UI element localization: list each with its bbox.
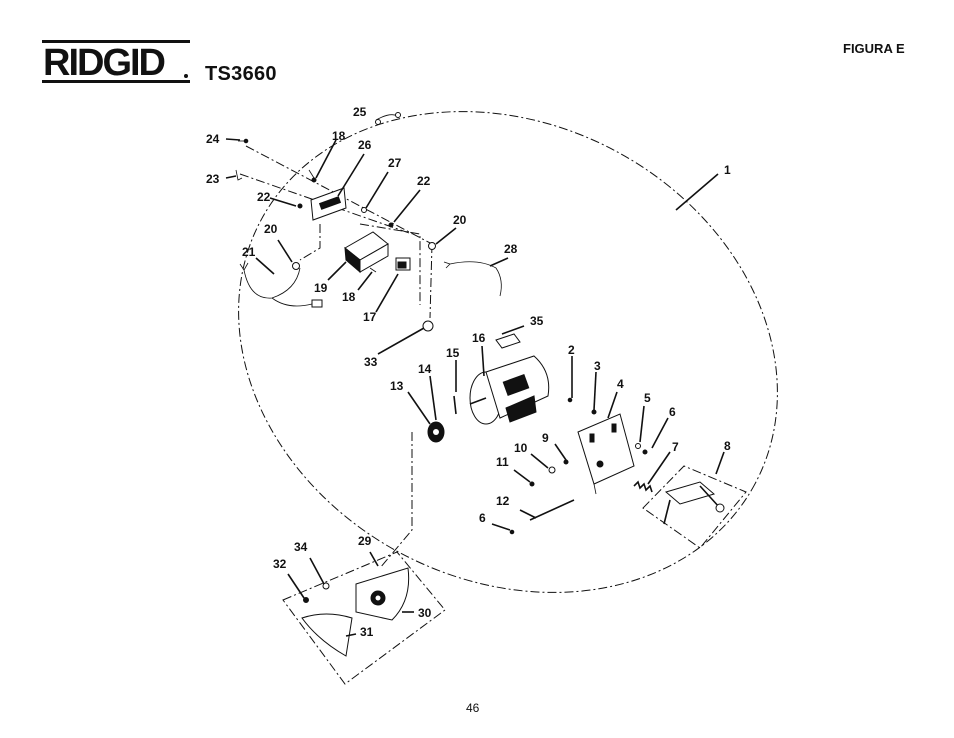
callout-16: 16 (472, 331, 486, 345)
callout-9: 9 (542, 431, 549, 445)
switch-key-part (395, 257, 411, 271)
callout-5: 5 (644, 391, 651, 405)
spring-part (633, 480, 653, 493)
motor-mount-plate-part (577, 413, 635, 495)
page-number: 46 (466, 701, 480, 715)
rod-part (529, 499, 575, 521)
callout-4: 4 (617, 377, 624, 391)
motor-label-part (495, 333, 521, 349)
motor-part (469, 355, 550, 425)
svg-text:RIDGID: RIDGID (43, 42, 165, 84)
washer-part-9 (563, 459, 569, 465)
callout-17: 17 (363, 310, 377, 324)
callout-24: 24 (206, 132, 220, 146)
switch-plate-part (310, 187, 347, 221)
callout-13: 13 (390, 379, 404, 393)
motor-assembly-boundary (238, 111, 778, 593)
callout-11: 11 (496, 455, 509, 469)
nut-part-6-lower (509, 529, 515, 535)
strain-relief-part-20-left (292, 262, 300, 270)
callout-31: 31 (360, 625, 374, 639)
callout-7: 7 (672, 440, 679, 454)
callout-8: 8 (724, 439, 731, 453)
wire-clip-part (375, 112, 401, 125)
strain-relief-part-20-right (428, 242, 436, 250)
callout-1: 1 (724, 163, 731, 177)
callout-27: 27 (388, 156, 402, 170)
callout-21: 21 (242, 245, 256, 259)
callout-19: 19 (314, 281, 328, 295)
screw-part-24 (238, 138, 249, 144)
callout-18-mid: 18 (342, 290, 356, 304)
callout-20-right: 20 (453, 213, 467, 227)
callout-12: 12 (496, 494, 510, 508)
callout-18-top: 18 (332, 129, 346, 143)
callout-3: 3 (594, 359, 601, 373)
screw-part-5 (635, 443, 641, 449)
screw-part-3 (591, 409, 597, 415)
callout-34: 34 (294, 540, 308, 554)
callout-20-left: 20 (264, 222, 278, 236)
callout-23: 23 (206, 172, 220, 186)
pivot-bracket-part (663, 481, 725, 525)
callout-33: 33 (364, 355, 378, 369)
callout-6-upper: 6 (669, 405, 676, 419)
motor-cord-part (443, 261, 502, 297)
callout-22-left: 22 (257, 190, 271, 204)
callout-32: 32 (273, 557, 287, 571)
bolt-part-11 (529, 481, 535, 487)
washer-part-34 (322, 582, 330, 590)
callout-29: 29 (358, 534, 372, 548)
screw-part-22-right (388, 222, 394, 228)
nut-part-6 (642, 449, 648, 455)
callout-6-lower: 6 (479, 511, 486, 525)
callout-10: 10 (514, 441, 528, 455)
callout-30: 30 (418, 606, 432, 620)
belt-guard-boundary (282, 551, 446, 685)
washer-part-10 (548, 466, 556, 474)
callout-14: 14 (418, 362, 432, 376)
washer-part-27 (361, 207, 367, 213)
callout-22-right: 22 (417, 174, 431, 188)
screw-part-18-top (308, 169, 317, 183)
model-number: TS3660 (205, 63, 277, 85)
capacitor-cap-part (422, 320, 434, 332)
power-cord-part (239, 262, 323, 308)
screw-part-2 (567, 397, 573, 403)
callout-35: 35 (530, 314, 544, 328)
callout-15: 15 (446, 346, 460, 360)
screw-part-32 (303, 597, 309, 603)
callout-28: 28 (504, 242, 518, 256)
callout-25: 25 (353, 105, 367, 119)
bracket-boundary (642, 465, 747, 549)
clip-part-23 (235, 169, 243, 181)
callout-26: 26 (358, 138, 372, 152)
callout-2: 2 (568, 343, 575, 357)
screw-part-22-left (297, 203, 303, 209)
screw-part-18-mid (369, 267, 377, 273)
key-part-15 (453, 395, 457, 415)
pulley-part (427, 421, 445, 443)
switch-box-part (344, 231, 389, 274)
belt-guard-cover-part (301, 613, 353, 657)
belt-guard-part (355, 567, 410, 621)
ridgid-logo: RIDGID (42, 40, 190, 84)
callout-leaders (225, 138, 725, 637)
figure-label: FIGURA E (843, 41, 905, 56)
